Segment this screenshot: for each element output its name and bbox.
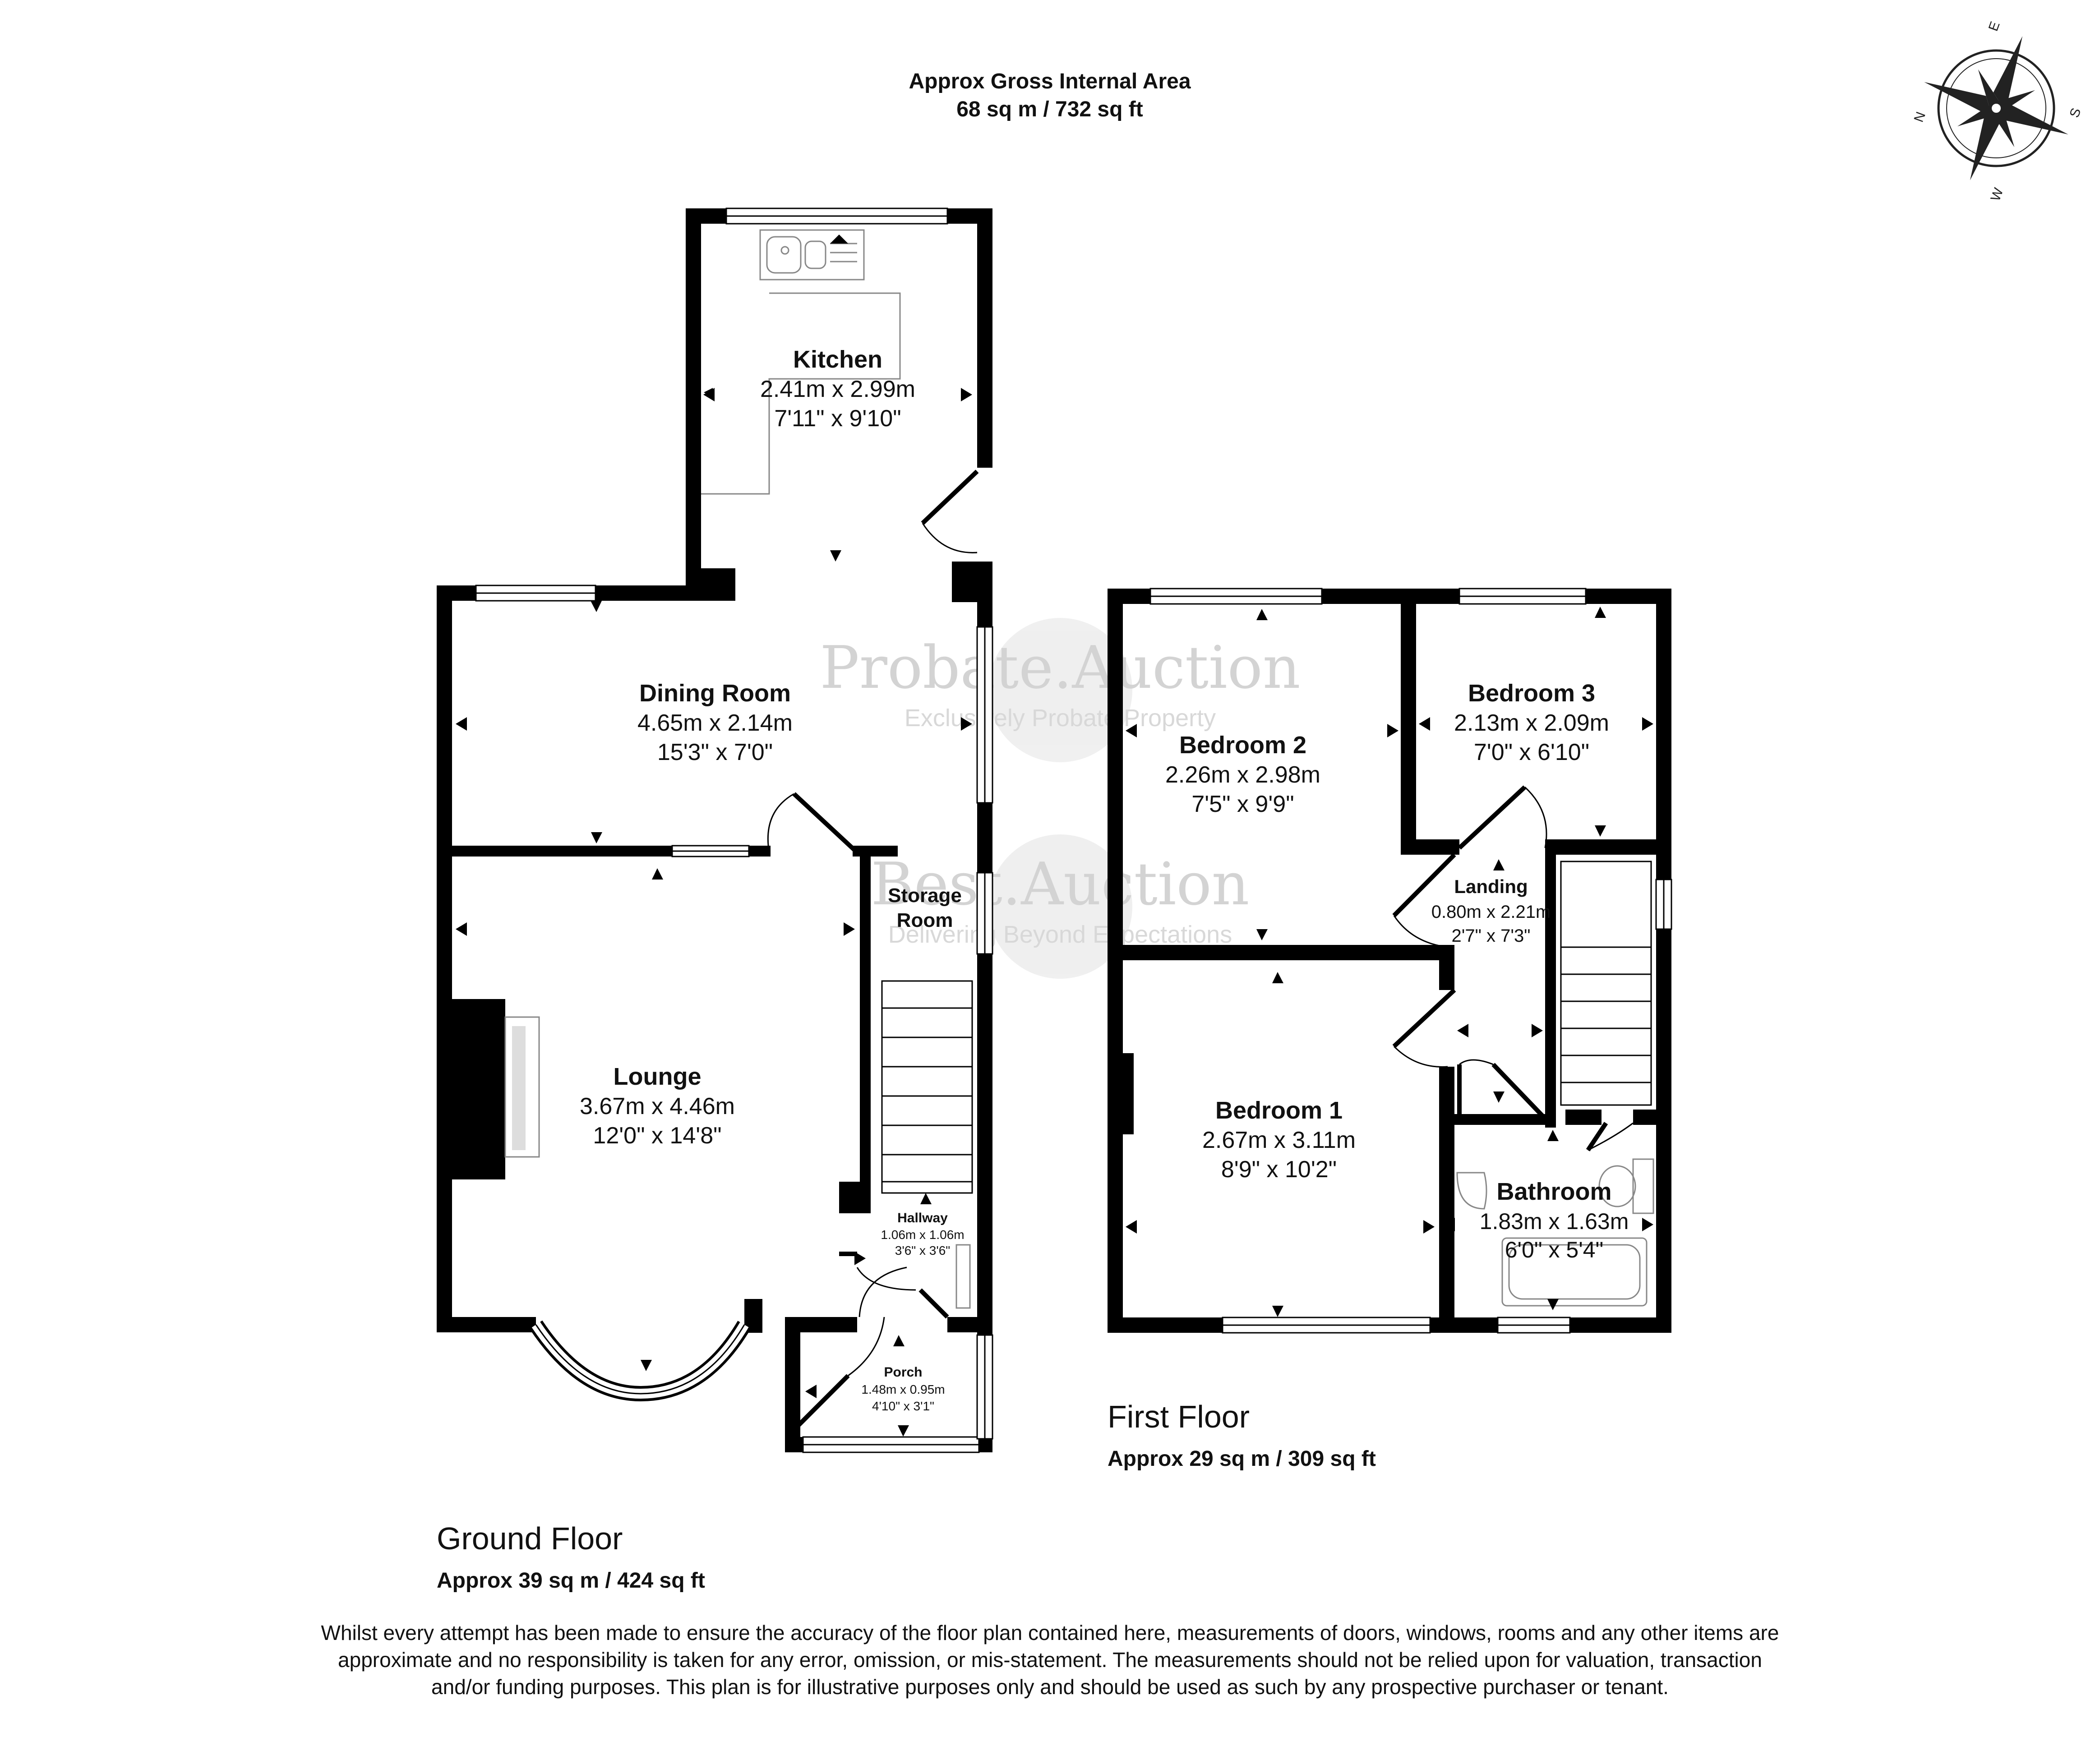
bedroom-1-imperial: 8'9" x 10'2" — [1221, 1156, 1337, 1183]
bedroom-3-imperial: 7'0" x 6'10" — [1474, 739, 1589, 765]
compass-n-label: N — [1911, 110, 1929, 124]
compass-s-label: S — [2067, 106, 2084, 120]
first-floor-dimension-arrows — [1126, 607, 1653, 1317]
bedroom-2-name: Bedroom 2 — [1179, 732, 1306, 759]
porch-metric: 1.48m x 0.95m — [861, 1382, 945, 1396]
storage-room-name-1: Storage — [888, 884, 962, 907]
first-floor-fixtures — [1456, 861, 1654, 1307]
landing-metric: 0.80m x 2.21m — [1431, 902, 1551, 922]
gross-area-title: Approx Gross Internal Area — [909, 69, 1191, 93]
hallway-metric: 1.06m x 1.06m — [881, 1228, 964, 1242]
kitchen-name: Kitchen — [793, 346, 882, 373]
first-floor-labels: Bedroom 2 2.26m x 2.98m 7'5" x 9'9" Bedr… — [1108, 680, 1629, 1471]
bedroom-1-metric: 2.67m x 3.11m — [1202, 1127, 1356, 1153]
landing-name: Landing — [1454, 876, 1528, 897]
bathroom-imperial: 6'0" x 5'4" — [1505, 1237, 1604, 1262]
watermark-tag-1: Exclusively Probate Property — [905, 705, 1216, 732]
lounge-imperial: 12'0" x 14'8" — [593, 1123, 721, 1149]
compass-e-label: E — [1986, 19, 2003, 33]
gross-area-value: 68 sq m / 732 sq ft — [956, 97, 1143, 121]
first-floor-windows — [1149, 588, 1672, 1334]
ground-floor-labels: Kitchen 2.41m x 2.99m 7'11" x 9'10" Dini… — [437, 346, 965, 1593]
storage-room-name-2: Room — [897, 909, 953, 931]
hallway-name: Hallway — [897, 1211, 948, 1225]
bedroom-3-metric: 2.13m x 2.09m — [1454, 710, 1609, 736]
first-floor-doors — [1392, 785, 1634, 1151]
ground-floor-windows — [475, 207, 993, 1453]
watermark: Probate.Auction Exclusively Probate Prop… — [820, 618, 1301, 979]
disclaimer: Whilst every attempt has been made to en… — [321, 1621, 1779, 1699]
bedroom-1-name: Bedroom 1 — [1215, 1097, 1343, 1124]
compass-w-label: W — [1988, 186, 2007, 203]
bedroom-3-name: Bedroom 3 — [1468, 680, 1595, 707]
watermark-brand-2: Best.Auction — [871, 850, 1250, 918]
porch-name: Porch — [884, 1365, 922, 1380]
ground-floor-fixtures — [504, 229, 973, 1309]
ground-floor-area: Approx 39 sq m / 424 sq ft — [437, 1569, 705, 1593]
kitchen-metric: 2.41m x 2.99m — [760, 376, 915, 402]
lounge-name: Lounge — [614, 1063, 702, 1090]
first-floor-area: Approx 29 sq m / 309 sq ft — [1108, 1447, 1376, 1471]
first-floor-plan — [1108, 589, 1671, 1333]
ground-floor-doors — [767, 470, 979, 1427]
hallway-imperial: 3'6" x 3'6" — [895, 1243, 950, 1257]
dining-room-name: Dining Room — [639, 680, 791, 707]
dining-room-imperial: 15'3" x 7'0" — [657, 739, 773, 765]
watermark-tag-2: Delivering Beyond Expectations — [888, 921, 1232, 948]
dining-room-metric: 4.65m x 2.14m — [637, 710, 793, 736]
first-floor-label: First Floor — [1108, 1399, 1250, 1434]
lounge-metric: 3.67m x 4.46m — [580, 1093, 735, 1119]
watermark-brand-1: Probate.Auction — [820, 633, 1300, 702]
compass-icon: N E S W — [1911, 19, 2084, 203]
ground-floor-label: Ground Floor — [437, 1521, 623, 1556]
landing-imperial: 2'7" x 7'3" — [1452, 926, 1531, 946]
bathroom-name: Bathroom — [1497, 1178, 1612, 1205]
porch-imperial: 4'10" x 3'1" — [872, 1399, 934, 1413]
ground-floor-dimension-arrows — [456, 235, 972, 1437]
bedroom-2-metric: 2.26m x 2.98m — [1165, 762, 1320, 788]
bedroom-2-imperial: 7'5" x 9'9" — [1191, 791, 1294, 817]
kitchen-imperial: 7'11" x 9'10" — [774, 405, 901, 432]
bathroom-metric: 1.83m x 1.63m — [1480, 1209, 1629, 1234]
